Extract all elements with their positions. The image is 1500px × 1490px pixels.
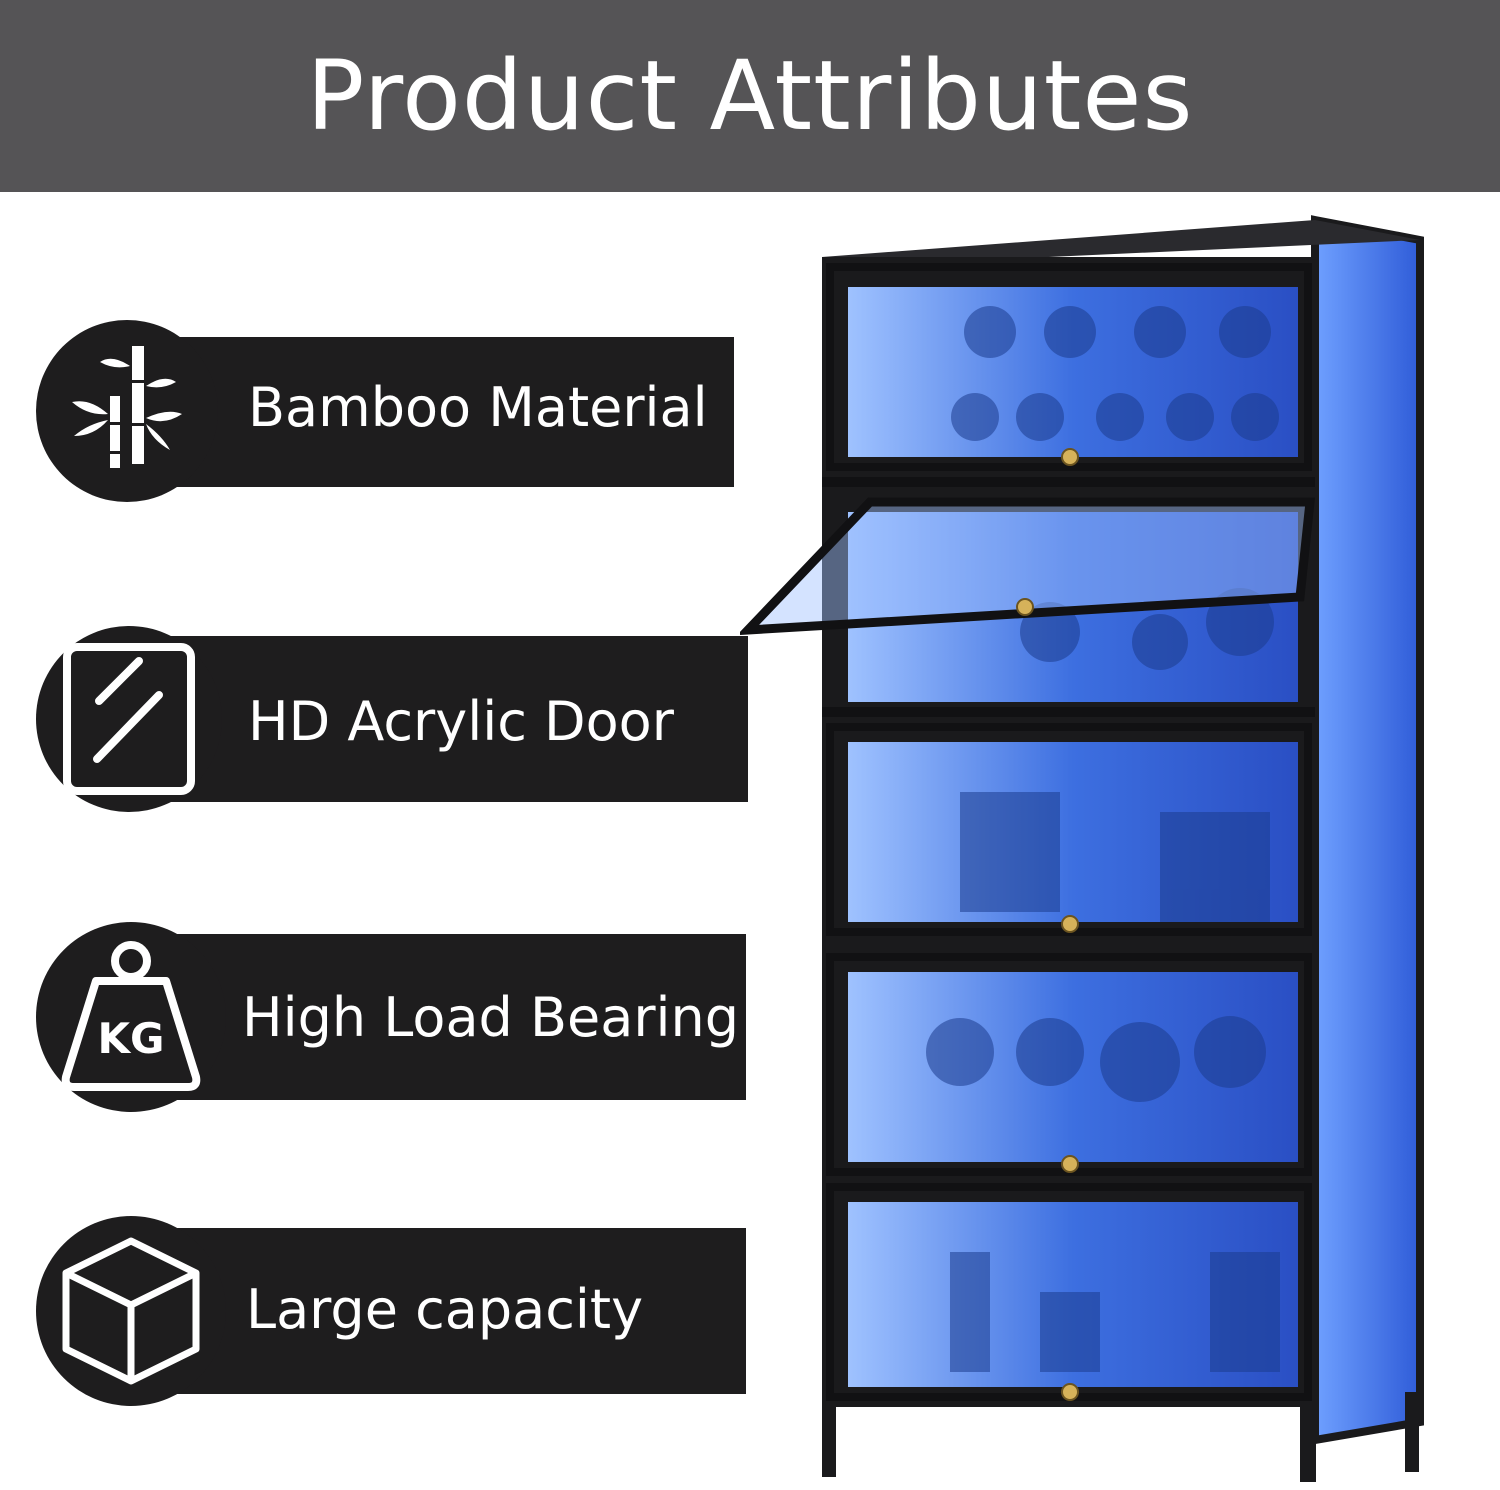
- feature-label: High Load Bearing: [242, 986, 740, 1049]
- feature-label: Bamboo Material: [248, 376, 708, 439]
- kg-weight-icon: KG: [36, 922, 226, 1112]
- feature-label: HD Acrylic Door: [248, 690, 674, 753]
- page-title: Product Attributes: [306, 40, 1194, 152]
- feature-label: Large capacity: [246, 1278, 644, 1341]
- kg-text: KG: [97, 1014, 164, 1063]
- acrylic-door-icon: [36, 626, 222, 812]
- bamboo-icon: [36, 320, 218, 502]
- cube-icon: [36, 1216, 226, 1406]
- header-banner: Product Attributes: [0, 0, 1500, 192]
- display-cabinet-image: [736, 212, 1440, 1482]
